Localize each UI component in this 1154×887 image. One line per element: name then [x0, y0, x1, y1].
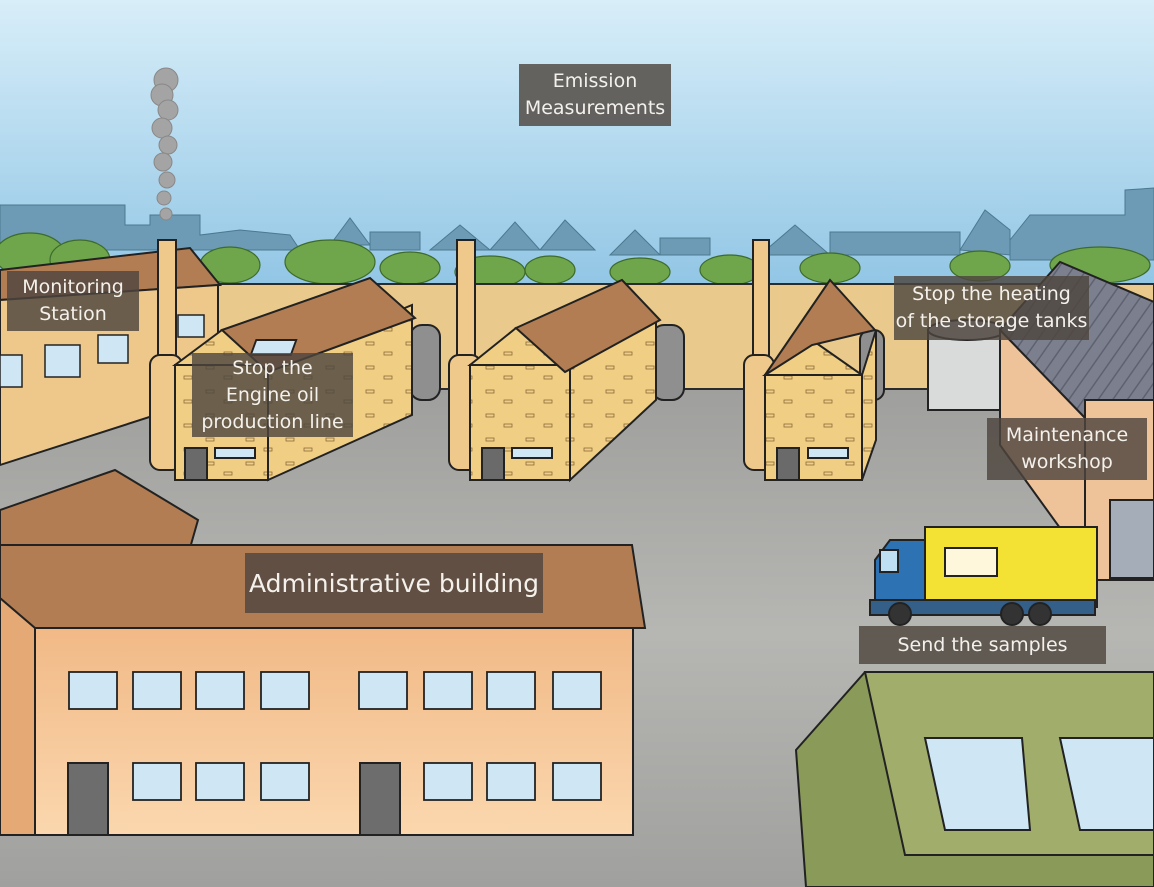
small-left-building	[0, 468, 200, 549]
stop-heating-storage-tanks-button[interactable]: Stop the heating of the storage tanks	[894, 276, 1089, 340]
maintenance-workshop-button[interactable]: Maintenance workshop	[987, 418, 1147, 480]
green-building	[794, 671, 1154, 887]
administrative-building-button[interactable]: Administrative building	[245, 553, 543, 613]
factory-2	[448, 239, 685, 483]
chimney-smoke	[150, 67, 179, 221]
stop-engine-oil-line-button[interactable]: Stop the Engine oil production line	[192, 353, 353, 437]
stop-engine-oil-line-label: Stop the Engine oil production line	[201, 356, 344, 433]
storage-tank	[927, 319, 1007, 411]
factory-3	[743, 239, 885, 481]
emission-measurements-label: Emission Measurements	[524, 70, 666, 119]
delivery-truck	[869, 526, 1098, 626]
maintenance-workshop-label: Maintenance workshop	[1005, 424, 1129, 473]
send-the-samples-label: Send the samples	[897, 633, 1068, 656]
distant-city	[0, 187, 1154, 261]
send-the-samples-button[interactable]: Send the samples	[859, 626, 1106, 664]
maintenance-workshop-building	[998, 260, 1154, 581]
monitoring-station-label: Monitoring Station	[22, 276, 124, 325]
administrative-building-drawing	[0, 544, 647, 836]
stop-heating-storage-tanks-label: Stop the heating of the storage tanks	[895, 283, 1088, 332]
emission-measurements-button[interactable]: Emission Measurements	[519, 64, 671, 126]
monitoring-station-button[interactable]: Monitoring Station	[7, 271, 139, 331]
administrative-building-label: Administrative building	[248, 568, 540, 598]
